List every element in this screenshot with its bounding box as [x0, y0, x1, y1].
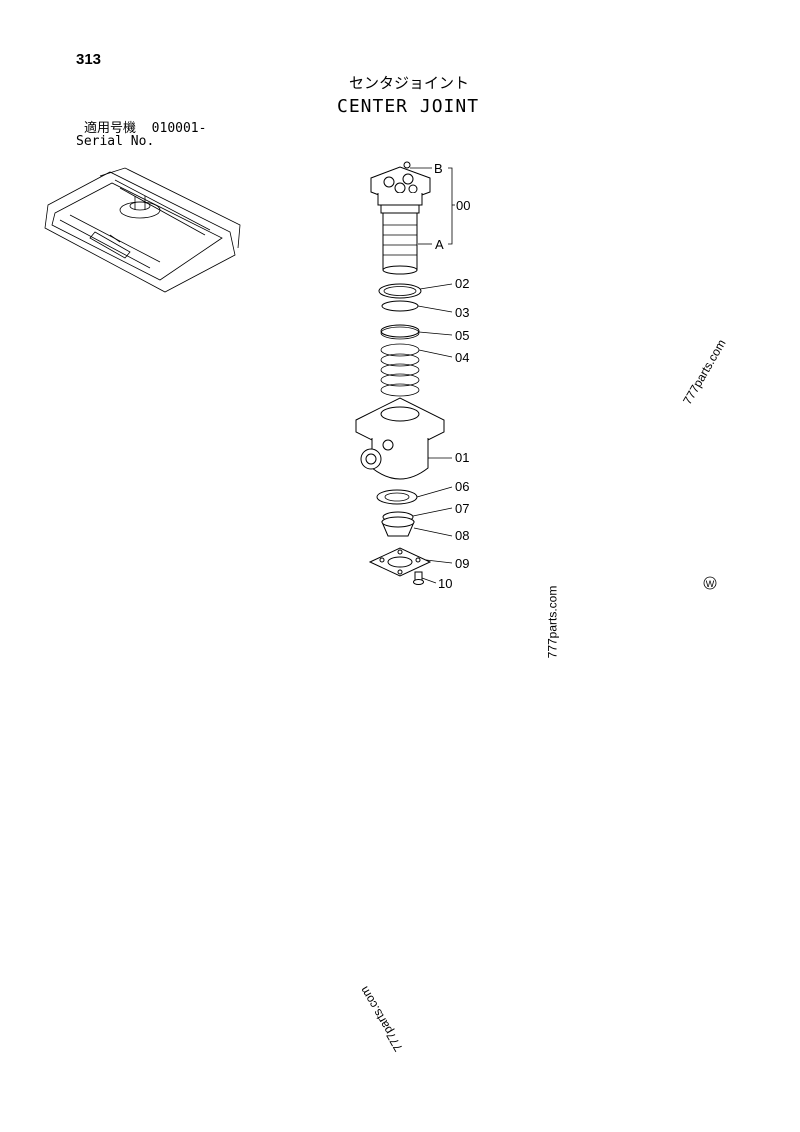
w-mark-letter: W [706, 579, 715, 589]
part-10-bolt [413, 571, 424, 585]
callout-part-03: 03 [455, 305, 469, 320]
part-00-spindle [370, 161, 431, 275]
callout-part-10: 10 [438, 576, 452, 591]
page-number: 313 [76, 51, 102, 68]
serial-line-japanese: 適用号機 010001- [84, 122, 206, 135]
callout-part-09: 09 [455, 556, 469, 571]
callout-b: B [434, 161, 443, 176]
undercarriage-thumbnail [44, 167, 241, 293]
title-english: CENTER JOINT [337, 96, 480, 117]
part-02-ring [378, 283, 422, 299]
part-04-seal-stack [380, 343, 420, 397]
part-08-cover [381, 516, 415, 537]
part-01-body [355, 397, 445, 480]
callout-part-05: 05 [455, 328, 469, 343]
callout-part-02: 02 [455, 276, 469, 291]
title-japanese: センタジョイント [349, 75, 470, 92]
serial-number: 010001- [151, 121, 207, 136]
leader-lines [410, 167, 455, 584]
part-05-cover [380, 324, 420, 340]
callout-part-01: 01 [455, 450, 469, 465]
callout-part-04: 04 [455, 350, 469, 365]
part-03-ring [381, 300, 419, 312]
callout-part-06: 06 [455, 479, 469, 494]
part-09-flange-cover [368, 547, 432, 577]
serial-label-english: Serial No. [76, 134, 155, 149]
callout-part-08: 08 [455, 528, 469, 543]
callout-part-00: 00 [456, 198, 470, 213]
serial-label-jp: 適用号機 [84, 121, 137, 136]
callout-part-07: 07 [455, 501, 469, 516]
w-mark-icon: W [703, 576, 717, 590]
callout-a: A [435, 237, 444, 252]
part-06-plate [376, 489, 418, 505]
